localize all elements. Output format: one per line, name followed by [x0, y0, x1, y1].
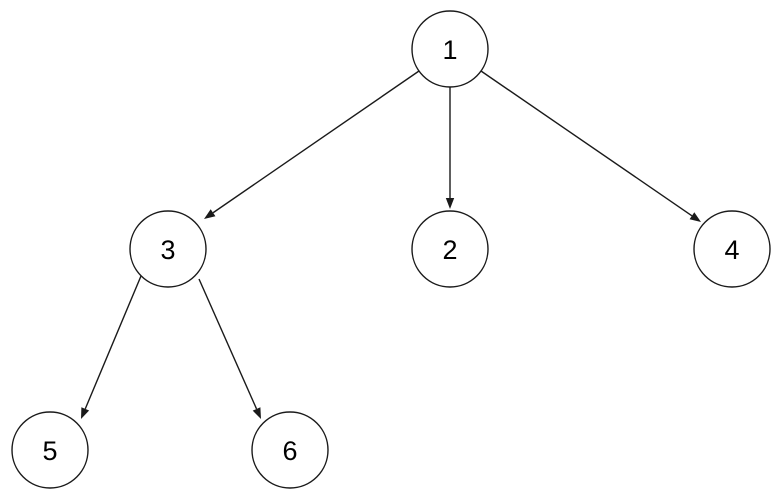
node-circle[interactable]	[411, 10, 489, 88]
node-circle[interactable]	[693, 210, 771, 288]
edge-line	[212, 70, 420, 214]
node-label: 2	[442, 235, 457, 265]
edge-3-to-5	[81, 275, 142, 419]
node-circle[interactable]	[129, 210, 207, 288]
edge-1-to-4	[480, 70, 701, 222]
arrowhead-icon	[204, 209, 216, 219]
arrowhead-icon	[81, 407, 90, 419]
node-1[interactable]: 1	[411, 10, 489, 88]
edge-3-to-6	[198, 278, 261, 419]
edge-line	[198, 278, 258, 410]
edge-line	[84, 275, 142, 410]
edge-line	[480, 70, 693, 217]
node-label: 3	[160, 235, 175, 265]
node-circle[interactable]	[251, 411, 329, 489]
nodes-layer: 1 3 2 4 5 6	[11, 10, 771, 489]
node-6[interactable]: 6	[251, 411, 329, 489]
arrowhead-icon	[445, 198, 455, 209]
arrowhead-icon	[252, 407, 261, 419]
node-label: 1	[442, 35, 457, 65]
node-3[interactable]: 3	[129, 210, 207, 288]
node-circle[interactable]	[11, 411, 89, 489]
node-label: 5	[42, 436, 57, 466]
node-4[interactable]: 4	[693, 210, 771, 288]
node-label: 4	[724, 235, 739, 265]
edge-1-to-2	[445, 87, 455, 209]
node-circle[interactable]	[411, 210, 489, 288]
arrowhead-icon	[689, 212, 701, 222]
edge-1-to-3	[204, 70, 420, 219]
node-5[interactable]: 5	[11, 411, 89, 489]
node-2[interactable]: 2	[411, 210, 489, 288]
edges-layer	[81, 70, 701, 419]
node-label: 6	[282, 436, 297, 466]
